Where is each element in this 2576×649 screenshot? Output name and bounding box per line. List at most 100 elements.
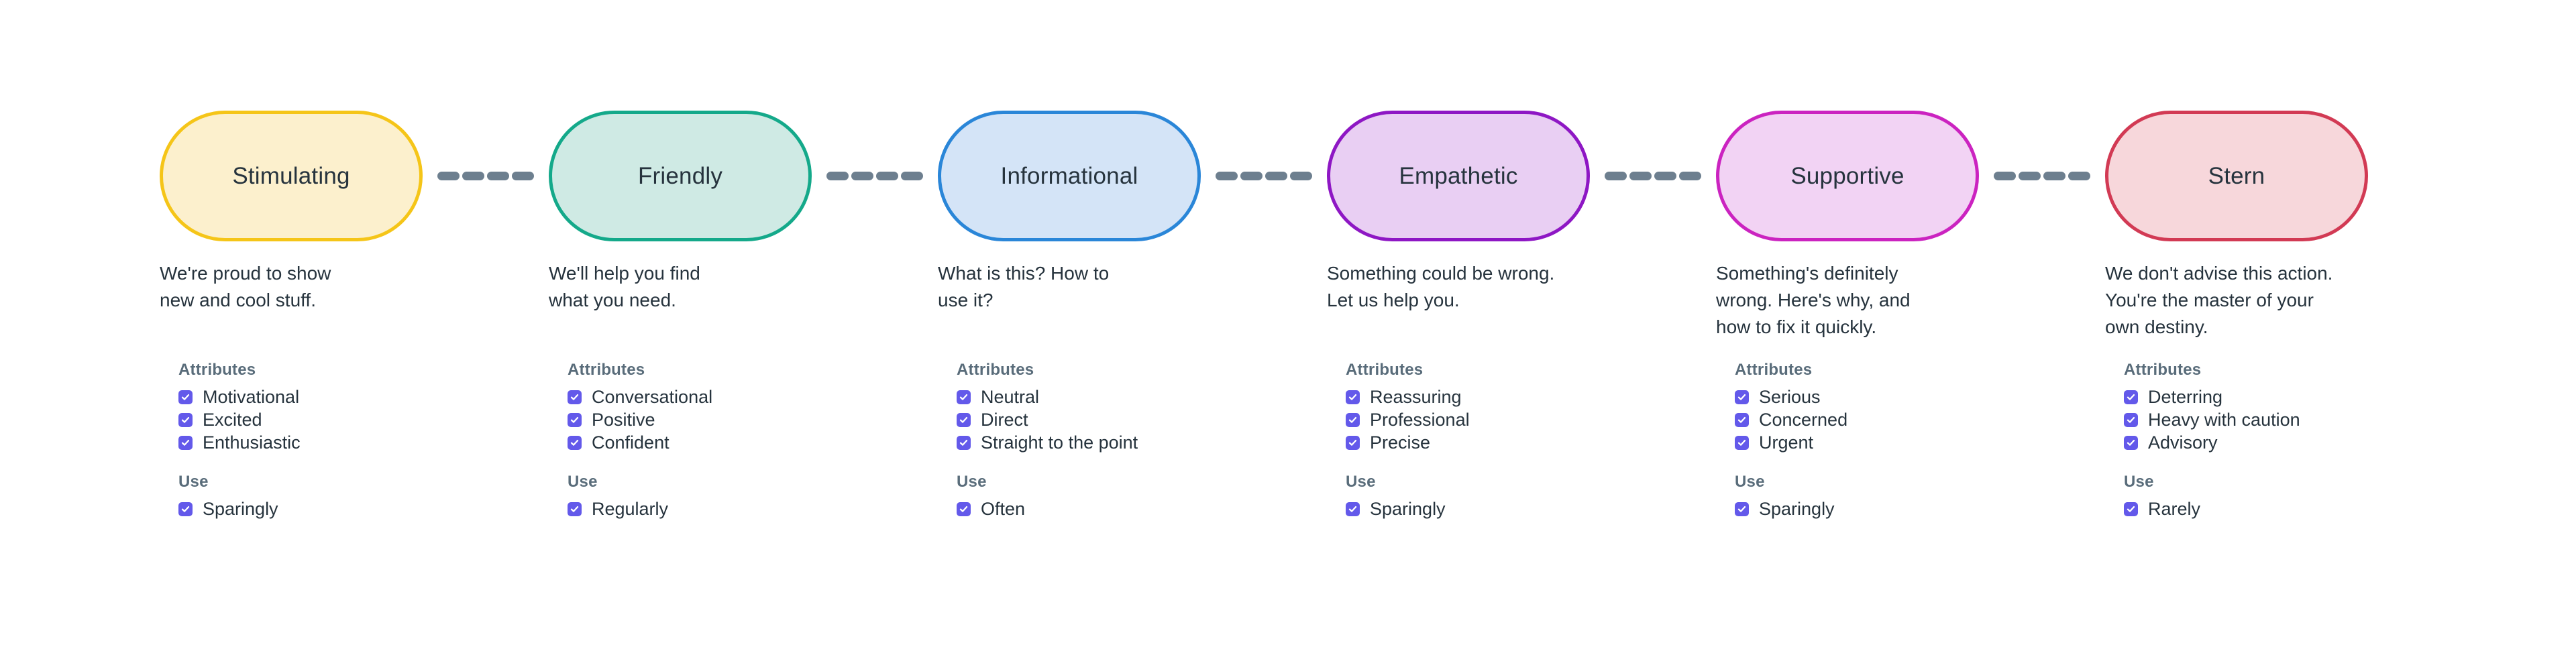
checklist-row[interactable]: Motivational	[178, 386, 447, 408]
checkbox-checked-icon[interactable]	[568, 501, 582, 516]
tone-pill-empathetic[interactable]: Empathetic	[1327, 111, 1590, 241]
checklist-row[interactable]: Professional	[1346, 408, 1614, 431]
checkbox-checked-icon[interactable]	[2124, 501, 2138, 516]
checklist-label: Professional	[1370, 410, 1470, 430]
tone-pill-label: Empathetic	[1399, 162, 1518, 189]
checkbox-checked-icon[interactable]	[178, 435, 193, 450]
connector-dash	[1629, 171, 1652, 180]
checklist-row[interactable]: Heavy with caution	[2124, 408, 2392, 431]
checklist-row[interactable]: Advisory	[2124, 431, 2392, 454]
connector-dash	[1290, 171, 1312, 180]
checkbox-checked-icon[interactable]	[178, 390, 193, 404]
connector-dash	[826, 171, 849, 180]
checklist-label: Precise	[1370, 432, 1431, 453]
checklist-row[interactable]: Often	[957, 497, 1225, 520]
checkbox-checked-icon[interactable]	[2124, 412, 2138, 427]
tone-pill-informational[interactable]: Informational	[938, 111, 1201, 241]
checklist-row[interactable]: Deterring	[2124, 386, 2392, 408]
connector-dash	[487, 171, 509, 180]
attributes-group-title: Attributes	[568, 361, 645, 379]
tone-pill-stimulating[interactable]: Stimulating	[160, 111, 423, 241]
checklist-label: Concerned	[1759, 410, 1848, 430]
checklist-label: Enthusiastic	[203, 432, 301, 453]
checklist-label: Heavy with caution	[2148, 410, 2300, 430]
use-group-title: Use	[2124, 473, 2154, 491]
use-group-title: Use	[1735, 473, 1765, 491]
checkbox-checked-icon[interactable]	[1735, 390, 1749, 404]
checkbox-checked-icon[interactable]	[568, 435, 582, 450]
checkbox-checked-icon[interactable]	[568, 390, 582, 404]
checklist-row[interactable]: Neutral	[957, 386, 1225, 408]
checklist-label: Conversational	[592, 387, 713, 407]
checklist-row[interactable]: Enthusiastic	[178, 431, 447, 454]
checklist-row[interactable]: Concerned	[1735, 408, 2003, 431]
checklist-row[interactable]: Direct	[957, 408, 1225, 431]
checkbox-checked-icon[interactable]	[957, 412, 971, 427]
checkbox-checked-icon[interactable]	[1735, 501, 1749, 516]
tone-pill-stern[interactable]: Stern	[2105, 111, 2368, 241]
connector-dashed-line-icon	[826, 171, 923, 180]
checklist-row[interactable]: Sparingly	[178, 497, 447, 520]
checkbox-checked-icon[interactable]	[178, 412, 193, 427]
checklist-row[interactable]: Urgent	[1735, 431, 2003, 454]
checkbox-checked-icon[interactable]	[1346, 390, 1360, 404]
checklist-row[interactable]: Rarely	[2124, 497, 2392, 520]
checkbox-checked-icon[interactable]	[957, 390, 971, 404]
checklist-label: Direct	[981, 410, 1028, 430]
checklist-label: Deterring	[2148, 387, 2223, 407]
checklist-row[interactable]: Reassuring	[1346, 386, 1614, 408]
checklist-row[interactable]: Conversational	[568, 386, 836, 408]
checkbox-checked-icon[interactable]	[1735, 435, 1749, 450]
checklist-label: Sparingly	[1370, 499, 1446, 519]
tone-pill-supportive[interactable]: Supportive	[1716, 111, 1979, 241]
checklist-row[interactable]: Positive	[568, 408, 836, 431]
tone-pill-label: Stimulating	[232, 162, 350, 189]
checklist-row[interactable]: Regularly	[568, 497, 836, 520]
checklist-label: Positive	[592, 410, 655, 430]
checklist-row[interactable]: Serious	[1735, 386, 2003, 408]
checkbox-checked-icon[interactable]	[2124, 390, 2138, 404]
checkbox-checked-icon[interactable]	[178, 501, 193, 516]
tone-pill-label: Friendly	[637, 162, 723, 189]
connector-dash	[876, 171, 898, 180]
attributes-group-title: Attributes	[1346, 361, 1424, 379]
tone-pill-label: Informational	[1000, 162, 1138, 189]
checklist-row[interactable]: Precise	[1346, 431, 1614, 454]
tone-pill-friendly[interactable]: Friendly	[549, 111, 812, 241]
attributes-group-title: Attributes	[2124, 361, 2202, 379]
connector-dash	[1679, 171, 1701, 180]
tone-description: Something could be wrong. Let us help yo…	[1327, 263, 1555, 310]
checkbox-checked-icon[interactable]	[2124, 435, 2138, 450]
checklist-label: Advisory	[2148, 432, 2218, 453]
checklist-label: Motivational	[203, 387, 300, 407]
checkbox-checked-icon[interactable]	[957, 435, 971, 450]
checkbox-checked-icon[interactable]	[568, 412, 582, 427]
use-group-title: Use	[568, 473, 598, 491]
checkbox-checked-icon[interactable]	[1346, 435, 1360, 450]
checklist-row[interactable]: Excited	[178, 408, 447, 431]
checklist-label: Neutral	[981, 387, 1040, 407]
checkbox-checked-icon[interactable]	[1346, 501, 1360, 516]
checklist-label: Urgent	[1759, 432, 1814, 453]
checklist-row[interactable]: Sparingly	[1346, 497, 1614, 520]
connector-dashed-line-icon	[1216, 171, 1312, 180]
checkbox-checked-icon[interactable]	[1735, 412, 1749, 427]
connector-dash	[1654, 171, 1676, 180]
checkbox-checked-icon[interactable]	[1346, 412, 1360, 427]
connector-dash	[437, 171, 460, 180]
tone-pill-label: Supportive	[1790, 162, 1904, 189]
connector-dashed-line-icon	[437, 171, 534, 180]
checkbox-checked-icon[interactable]	[957, 501, 971, 516]
checklist-row[interactable]: Straight to the point	[957, 431, 1225, 454]
checklist-row[interactable]: Confident	[568, 431, 836, 454]
connector-dash	[2068, 171, 2090, 180]
checklist-row[interactable]: Sparingly	[1735, 497, 2003, 520]
